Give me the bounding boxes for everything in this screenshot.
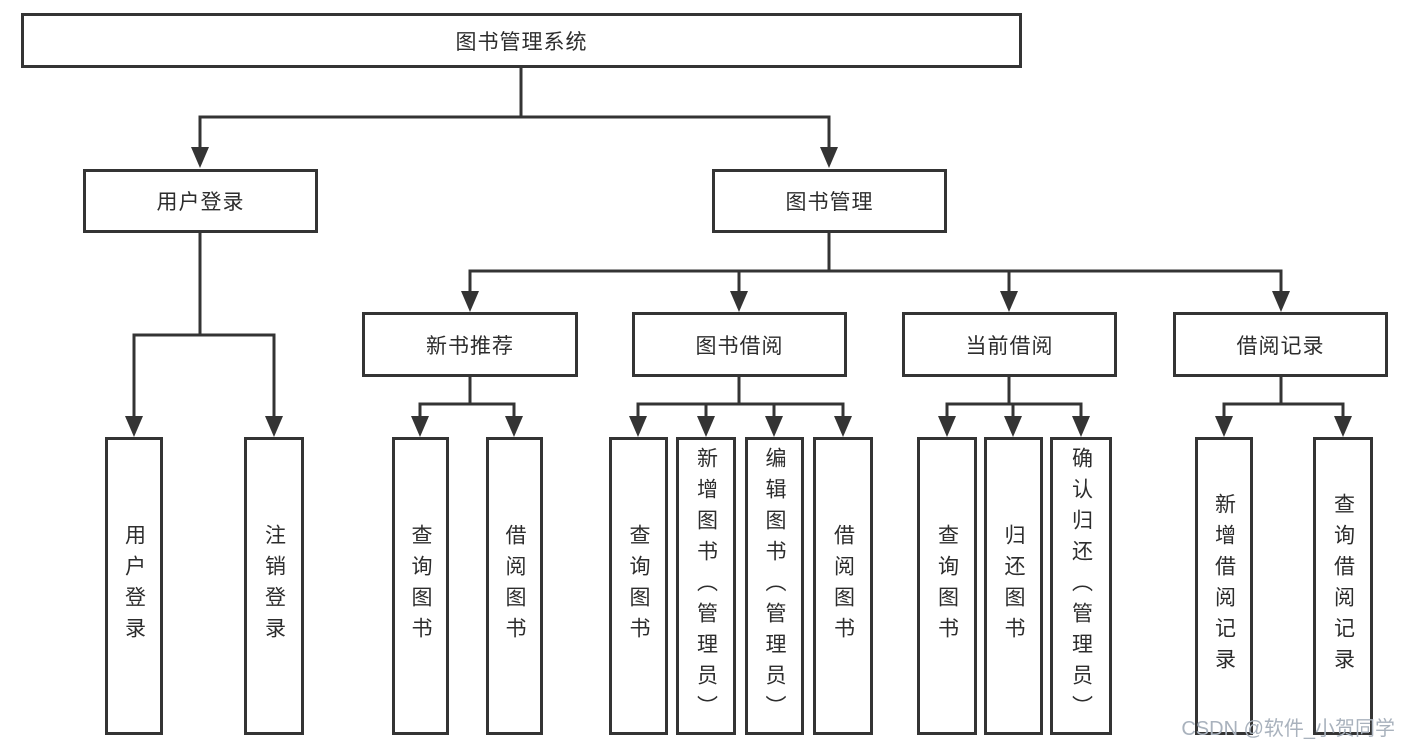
node-root-library-system: 图书管理系统	[21, 13, 1022, 68]
node-leaf-user-login: 用户登录	[105, 437, 163, 735]
arrowhead-down-icon	[938, 416, 956, 437]
csdn-watermark: CSDN @软件_小贺同学	[1181, 718, 1395, 740]
arrowhead-down-icon	[1215, 416, 1233, 437]
node-borrowing-records: 借阅记录	[1173, 312, 1388, 377]
connector-book-borrow-to-leaves	[636, 375, 845, 421]
arrowheads-current-borrow-leaves	[938, 416, 1090, 437]
arrowhead-down-icon	[1072, 416, 1090, 437]
arrowhead-down-icon	[1272, 291, 1290, 312]
arrowhead-down-icon	[697, 416, 715, 437]
arrowheads-book-borrow-leaves	[629, 416, 852, 437]
arrowhead-down-icon	[505, 416, 523, 437]
arrowheads-level3	[461, 291, 1290, 312]
arrowhead-down-icon	[265, 416, 283, 437]
node-leaf-return-book: 归还图书	[984, 437, 1043, 735]
node-leaf-borrow-books-1: 借阅图书	[486, 437, 543, 735]
node-current-borrowing: 当前借阅	[902, 312, 1117, 377]
node-user-login: 用户登录	[83, 169, 318, 233]
arrowhead-down-icon	[820, 147, 838, 168]
arrowhead-down-icon	[730, 291, 748, 312]
arrowhead-down-icon	[125, 416, 143, 437]
arrowhead-down-icon	[1004, 416, 1022, 437]
node-leaf-query-borrow-record: 查询借阅记录	[1313, 437, 1373, 735]
arrowheads-level2	[191, 147, 838, 168]
node-leaf-add-book-admin: 新增图书（管理员）	[676, 437, 736, 735]
arrowheads-user-login-leaves	[125, 416, 283, 437]
node-leaf-add-borrow-record: 新增借阅记录	[1195, 437, 1253, 735]
node-leaf-borrow-books-2: 借阅图书	[813, 437, 873, 735]
node-leaf-confirm-return-admin: 确认归还（管理员）	[1050, 437, 1112, 735]
arrowhead-down-icon	[1000, 291, 1018, 312]
node-leaf-edit-book-admin: 编辑图书（管理员）	[745, 437, 804, 735]
node-book-borrowing: 图书借阅	[632, 312, 847, 377]
arrowhead-down-icon	[411, 416, 429, 437]
arrowheads-new-book-leaves	[411, 416, 523, 437]
arrowhead-down-icon	[629, 416, 647, 437]
connector-user-login-to-leaves	[132, 231, 276, 421]
node-book-management: 图书管理	[712, 169, 947, 233]
node-new-book-recommendation: 新书推荐	[362, 312, 578, 377]
node-leaf-query-books-1: 查询图书	[392, 437, 449, 735]
connector-root-to-level2	[198, 66, 831, 148]
connector-current-borrow-to-leaves	[945, 375, 1083, 421]
arrowhead-down-icon	[834, 416, 852, 437]
connector-borrow-records-to-leaves	[1222, 375, 1345, 421]
node-leaf-query-books-3: 查询图书	[917, 437, 977, 735]
arrowhead-down-icon	[765, 416, 783, 437]
arrowhead-down-icon	[461, 291, 479, 312]
connector-book-management-to-level3	[468, 231, 1283, 295]
node-leaf-query-books-2: 查询图书	[609, 437, 668, 735]
arrowheads-borrow-records-leaves	[1215, 416, 1352, 437]
arrowhead-down-icon	[191, 147, 209, 168]
node-leaf-logout: 注销登录	[244, 437, 304, 735]
arrowhead-down-icon	[1334, 416, 1352, 437]
connector-new-book-to-leaves	[418, 375, 516, 421]
